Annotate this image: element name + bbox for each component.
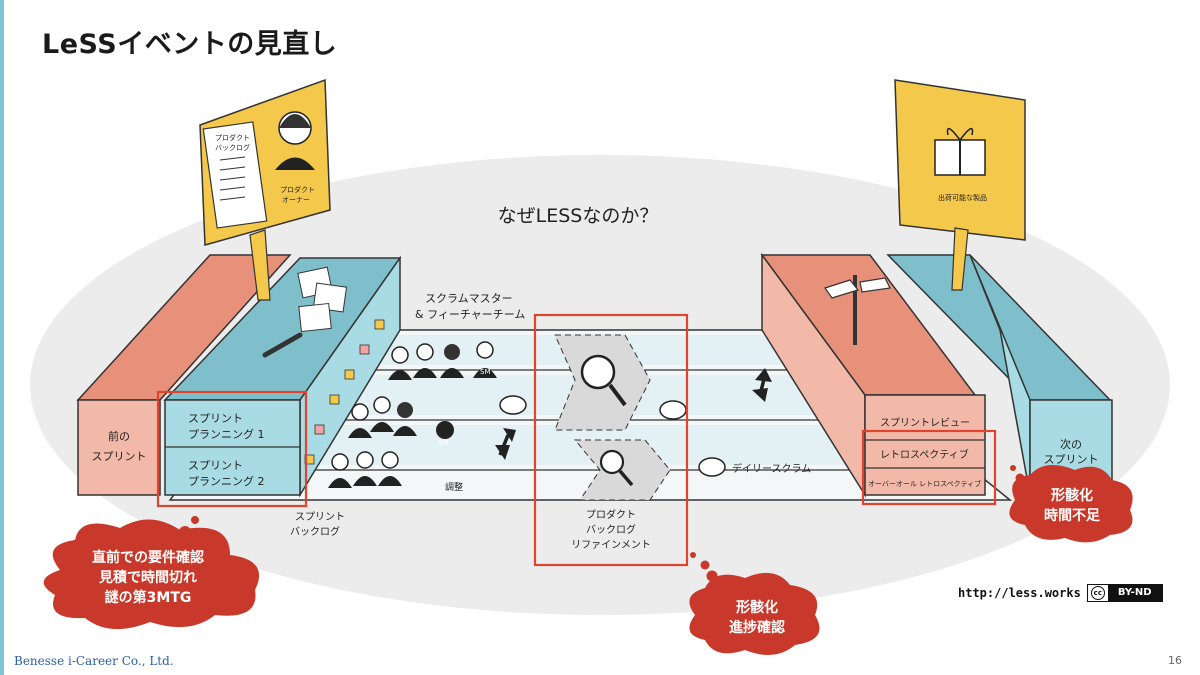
po-backlog-line2: バックログ <box>215 143 250 152</box>
sprint-planning-2-line1: スプリント <box>188 459 243 472</box>
sprint-review-label: スプリントレビュー <box>880 417 970 429</box>
product-owner-icon <box>275 111 315 170</box>
team-row-2 <box>348 396 454 439</box>
creative-commons-icon: cc <box>1090 586 1105 600</box>
accent-stripe <box>0 0 4 675</box>
right-callout-line2: 時間不足 <box>1044 507 1101 524</box>
sprint-backlog-line1: スプリント <box>295 511 345 523</box>
scrum-master-line1: スクラムマスター <box>425 292 513 305</box>
speech-bubble-icon <box>659 400 687 420</box>
right-callout-cloud: 形骸化 時間不足 <box>1009 465 1133 543</box>
refinement-line1: プロダクト <box>586 508 636 521</box>
cc-license-badge: cc BY-ND <box>1086 584 1163 602</box>
refinement-chevron-bottom <box>573 439 671 501</box>
sprint-planning-2-line2: プランニング 2 <box>188 474 265 488</box>
prev-sprint-label-1: 前の <box>108 429 130 443</box>
license-type: BY-ND <box>1107 585 1162 601</box>
middle-callout-cloud: 形骸化 進捗確認 <box>689 552 820 655</box>
page-number: 16 <box>1168 654 1182 667</box>
prev-sprint-label-2: スプリント <box>92 450 147 463</box>
review-block-front <box>864 394 986 496</box>
right-callout-line1: 形骸化 <box>1051 487 1093 504</box>
po-backlog-line1: プロダクト <box>215 133 250 142</box>
double-arrow-icon <box>752 368 772 402</box>
middle-callout-line2: 進捗確認 <box>729 619 785 636</box>
sprint-planning-1-line1: スプリント <box>188 412 243 425</box>
adjust-label: 調整 <box>445 481 463 493</box>
overall-retro-label: オーバーオール レトロスペクティブ <box>868 479 981 488</box>
slide-title: LeSSイベントの見直し <box>42 29 338 60</box>
speech-bubble-icon <box>698 457 726 477</box>
retro-highlight-box <box>861 429 997 506</box>
refinement-line2: バックログ <box>586 523 636 536</box>
po-owner-line2: オーナー <box>282 196 310 204</box>
gift-icon <box>934 127 986 176</box>
planning-highlight-box <box>156 390 308 508</box>
next-sprint-label-2: スプリント <box>1044 453 1099 466</box>
scrum-master-line2: & フィーチャーチーム <box>415 308 525 321</box>
gift-sign-label: 出荷可能な製品 <box>938 193 987 202</box>
daily-scrum-label: デイリースクラム <box>732 462 811 475</box>
speech-bubble-icon <box>499 395 527 415</box>
team-row-3 <box>328 451 402 488</box>
company-name: Benesse i-Career Co., Ltd. <box>14 654 174 668</box>
license-notice: http://less.works cc BY-ND <box>958 584 1163 602</box>
magnifier-icon-small <box>599 449 634 487</box>
sm-badge-2: SM <box>438 439 448 447</box>
double-arrow-icon <box>495 428 516 460</box>
backlog-paper <box>202 121 268 229</box>
left-callout-line3: 謎の第3MTG <box>105 589 192 606</box>
sm-badge-1: SM <box>480 368 490 376</box>
sprint-backlog-line2: バックログ <box>290 525 340 538</box>
license-url[interactable]: http://less.works <box>958 586 1081 600</box>
magnifier-icon <box>580 354 627 407</box>
prev-sprint-box-front <box>77 399 161 496</box>
left-callout-line2: 見積で時間切れ <box>98 569 197 586</box>
po-owner-line1: プロダクト <box>280 185 315 194</box>
signpost-icon <box>824 275 891 345</box>
refinement-line3: リファインメント <box>571 540 651 551</box>
center-question: なぜLESSなのか？ <box>498 205 659 227</box>
left-callout-line1: 直前での要件確認 <box>92 549 204 566</box>
retrospective-label: レトロスペクティブ <box>880 448 969 461</box>
next-sprint-label-1: 次の <box>1060 437 1082 451</box>
middle-callout-line1: 形骸化 <box>736 599 778 616</box>
refinement-highlight-box <box>533 313 689 567</box>
left-callout-cloud: 直前での要件確認 見積で時間切れ 謎の第3MTG <box>43 516 260 630</box>
team-row-1 <box>388 341 497 380</box>
sprint-planning-1-line2: プランニング 1 <box>188 427 265 441</box>
